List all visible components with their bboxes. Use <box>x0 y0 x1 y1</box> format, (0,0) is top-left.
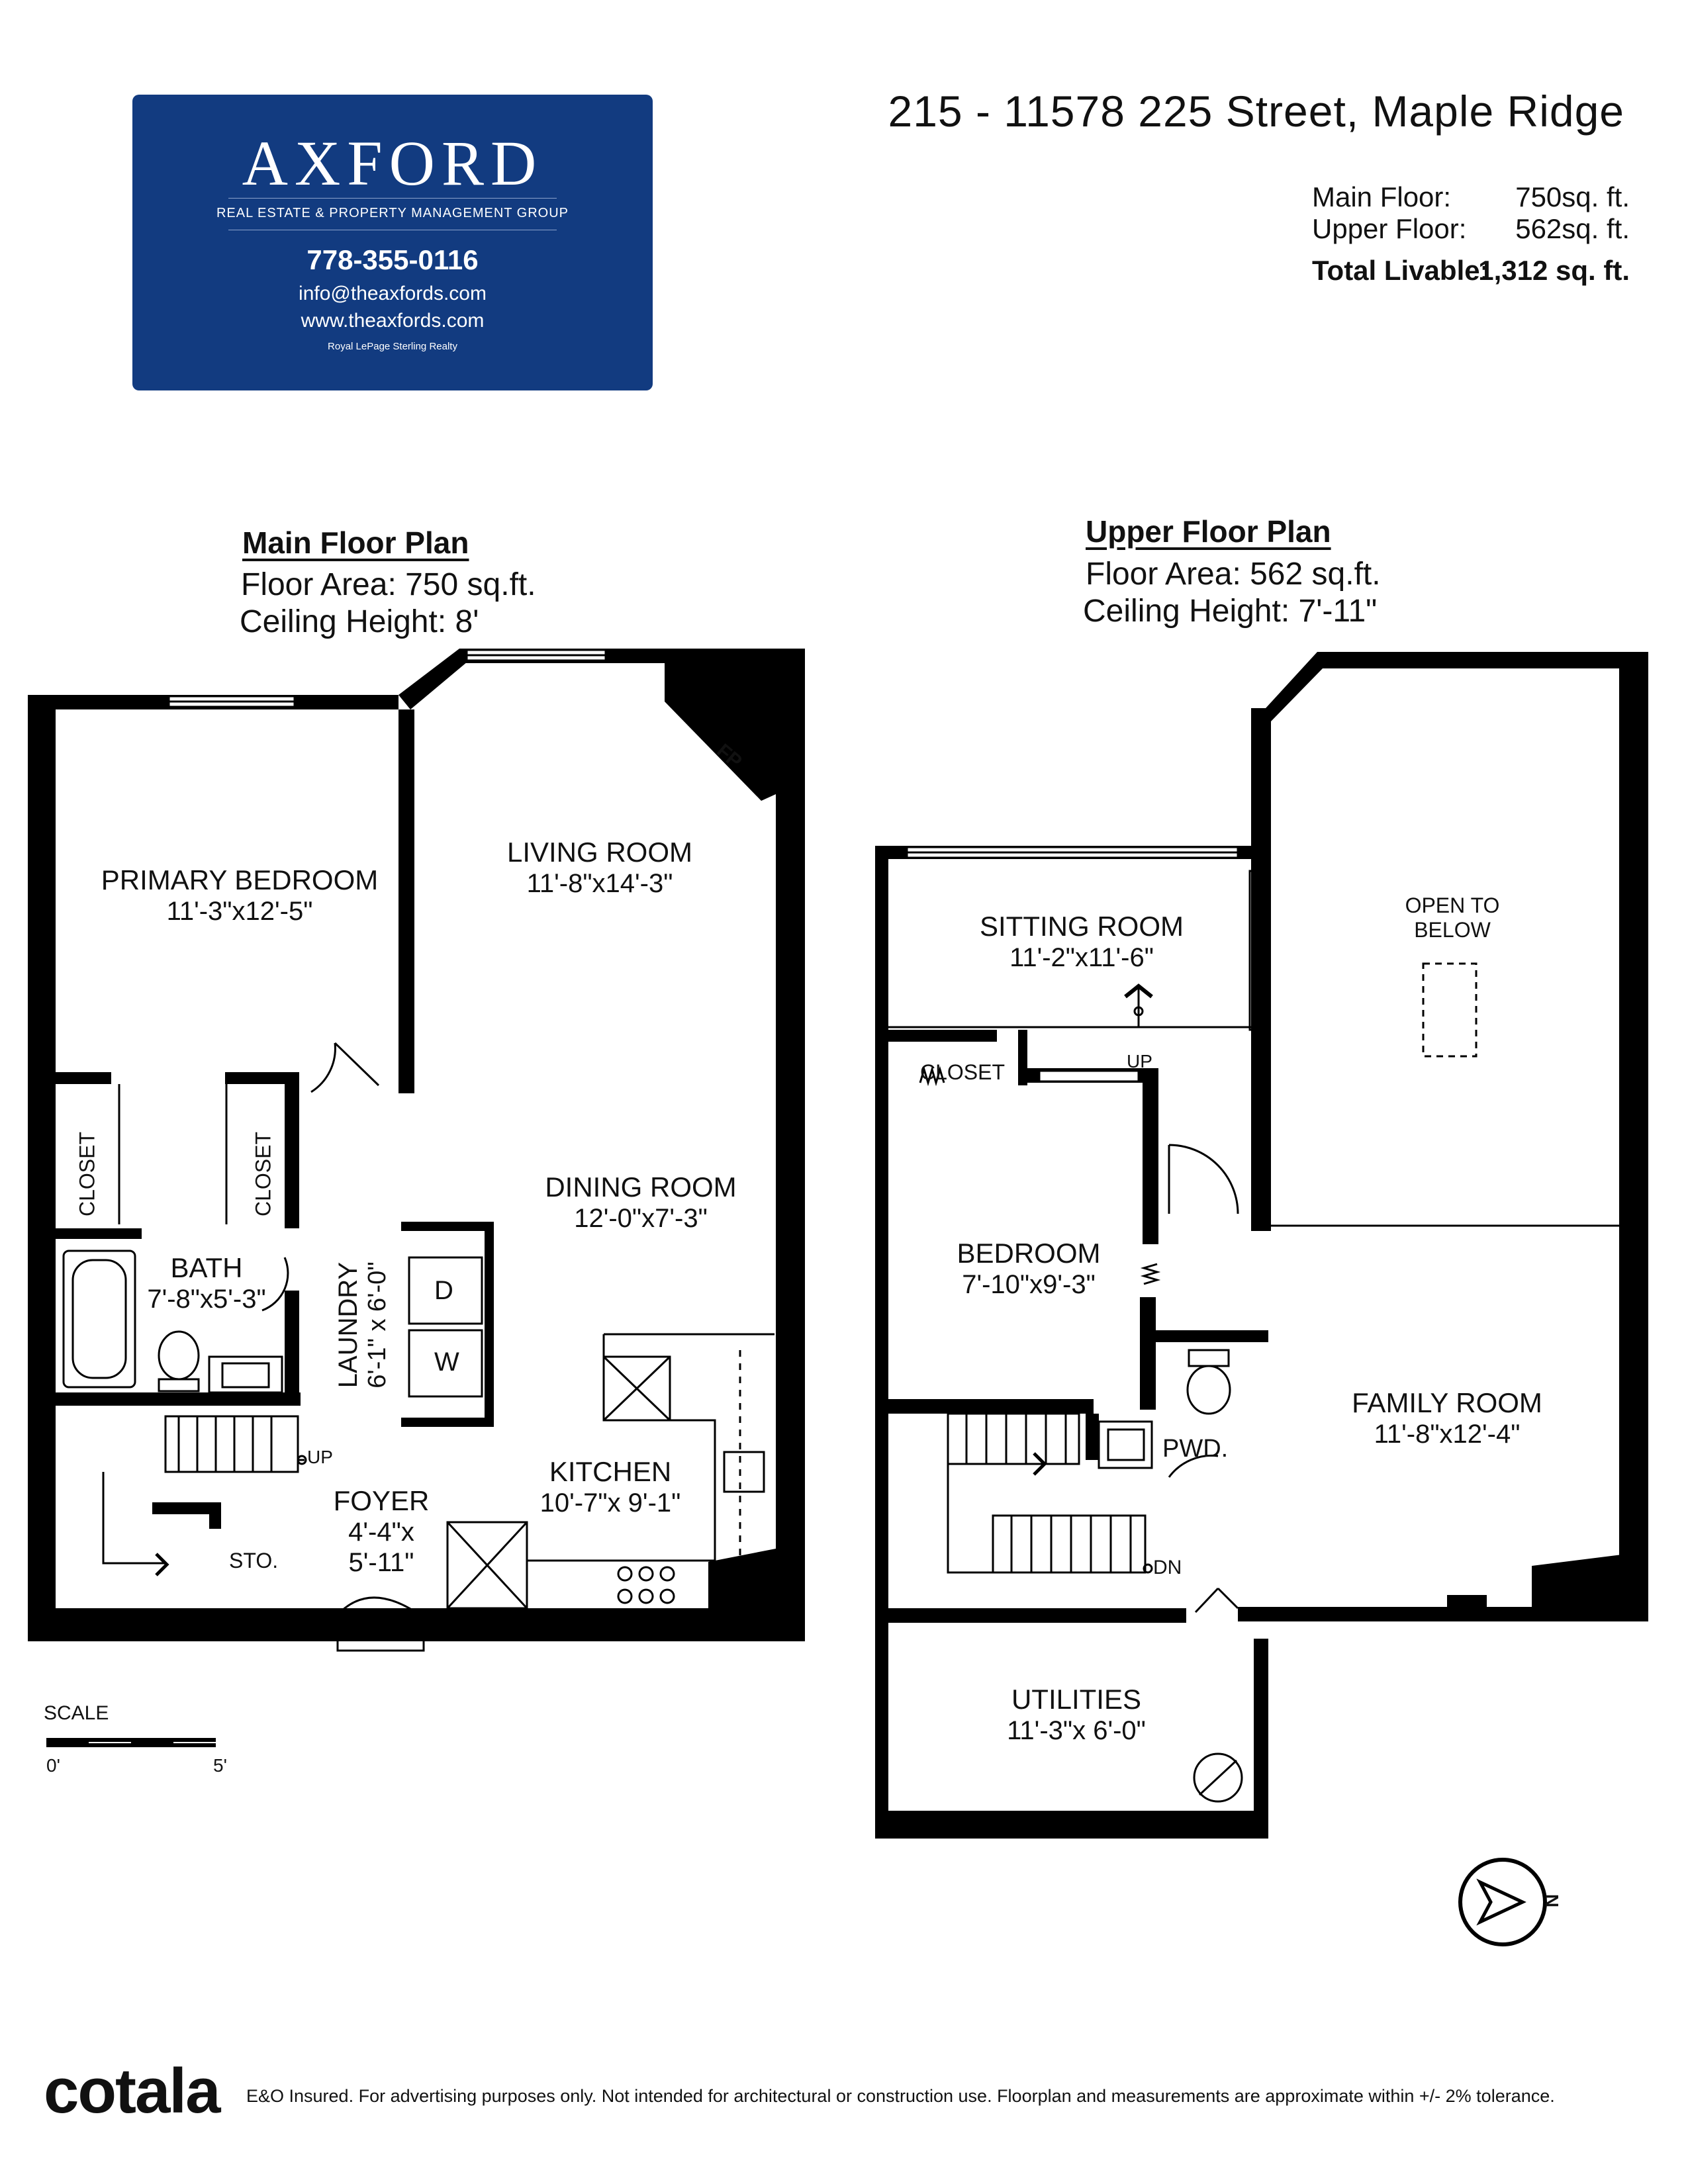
upper-floor-walls <box>875 652 1648 1839</box>
room-name: FAMILY ROOM <box>1352 1387 1542 1418</box>
living-room-label: LIVING ROOM 11'-8"x14'-3" <box>507 837 692 899</box>
logo-brand: AXFORD <box>242 128 543 199</box>
property-address: 215 - 11578 225 Street, Maple Ridge <box>888 87 1624 136</box>
sitting-room-label: SITTING ROOM 11'-2"x11'-6" <box>980 911 1184 973</box>
washer-label: W <box>434 1347 459 1377</box>
upper-floor-lines <box>888 846 1619 1803</box>
dryer-label: D <box>434 1276 453 1305</box>
room-name: PRIMARY BEDROOM <box>101 864 379 895</box>
footer-brand-logo: cotala <box>44 2056 220 2126</box>
room-dimensions: 11'-8"x14'-3" <box>526 869 673 899</box>
upper-plan-area: Floor Area: 562 sq.ft. <box>1086 557 1381 592</box>
room-name: LAUNDRY <box>334 1261 363 1388</box>
room-name: SITTING ROOM <box>980 911 1184 942</box>
room-dimensions: 11'-3"x12'-5" <box>166 897 313 927</box>
logo-email: info@theaxfords.com <box>299 283 487 304</box>
upper-plan-title: Upper Floor Plan <box>1086 514 1331 549</box>
scale-end: 5' <box>213 1755 227 1776</box>
kitchen-label: KITCHEN 10'-7"x 9'-1" <box>540 1456 681 1518</box>
room-dimensions: 11'-8"x12'-4" <box>1374 1420 1521 1449</box>
upper-floor-value: 562sq. ft. <box>1515 213 1630 244</box>
utilities-label: UTILITIES 11'-3"x 6'-0" <box>1007 1684 1146 1746</box>
room-name: UTILITIES <box>1011 1684 1142 1715</box>
main-floor-label: Main Floor: <box>1312 181 1452 212</box>
compass-icon <box>1458 1858 1547 1946</box>
closet-label-left: CLOSET <box>75 1131 99 1217</box>
bedroom-label: BEDROOM 7'-10"x9'-3" <box>957 1238 1100 1300</box>
logo-phone: 778-355-0116 <box>306 244 479 275</box>
open-to-below-label: OPEN TO BELOW <box>1405 893 1500 942</box>
main-plan-ceiling: Ceiling Height: 8' <box>240 604 479 639</box>
logo-card: AXFORD REAL ESTATE & PROPERTY MANAGEMENT… <box>132 95 653 390</box>
bath-label: BATH 7'-8"x5'-3" <box>147 1252 265 1314</box>
logo-agency: Royal LePage Sterling Realty <box>328 341 457 352</box>
closet-label-right: CLOSET <box>251 1131 275 1217</box>
primary-bedroom-label: PRIMARY BEDROOM 11'-3"x12'-5" <box>101 864 379 927</box>
upper-closet-label: CLOSET <box>920 1060 1006 1084</box>
main-plan-area: Floor Area: 750 sq.ft. <box>241 567 536 602</box>
main-plan-title: Main Floor Plan <box>242 525 469 560</box>
scale-start: 0' <box>46 1755 60 1776</box>
laundry-label: LAUNDRY 6'-1" x 6'-0" <box>333 1261 393 1388</box>
powder-room-label: PWD. <box>1162 1435 1229 1463</box>
room-dimensions: 6'-1" x 6'-0" <box>363 1261 392 1388</box>
upper-up-label: UP <box>1127 1051 1152 1071</box>
logo-tagline: REAL ESTATE & PROPERTY MANAGEMENT GROUP <box>216 206 569 220</box>
dining-room-label: DINING ROOM 12'-0"x7'-3" <box>545 1171 736 1234</box>
main-up-label: UP <box>307 1447 333 1467</box>
total-livable-value: 1,312 sq. ft. <box>1478 255 1630 286</box>
scale-label: SCALE <box>44 1702 109 1724</box>
foyer-label: FOYER 4'-4"x 5'-11" <box>334 1485 430 1578</box>
logo-divider <box>228 198 557 199</box>
storage-label: STO. <box>229 1549 279 1572</box>
room-name: KITCHEN <box>549 1456 672 1487</box>
main-floor-walls <box>28 649 805 1641</box>
total-livable-label: Total Livable: <box>1312 255 1489 286</box>
room-dimensions: 11'-3"x 6'-0" <box>1007 1716 1146 1746</box>
room-dimensions: 11'-2"x11'-6" <box>1009 943 1154 973</box>
main-floor-lines <box>62 649 774 1652</box>
main-floor-value: 750sq. ft. <box>1515 181 1630 212</box>
room-name: BEDROOM <box>957 1238 1101 1269</box>
room-name: LIVING ROOM <box>506 837 693 868</box>
compass-north-label: N <box>1542 1893 1563 1908</box>
upper-down-label: DN <box>1153 1557 1182 1578</box>
open-to-below-line: OPEN TO <box>1405 893 1500 917</box>
room-dimensions: 7'-8"x5'-3" <box>147 1285 266 1314</box>
room-dimensions: 12'-0"x7'-3" <box>574 1204 708 1234</box>
room-name: DINING ROOM <box>545 1171 737 1203</box>
footer-disclaimer: E&O Insured. For advertising purposes on… <box>246 2086 1555 2106</box>
family-room-label: FAMILY ROOM 11'-8"x12'-4" <box>1352 1387 1542 1449</box>
open-to-below-line: BELOW <box>1414 917 1491 942</box>
upper-plan-ceiling: Ceiling Height: 7'-11" <box>1083 594 1378 629</box>
logo-website: www.theaxfords.com <box>301 310 485 332</box>
room-name: BATH <box>170 1252 243 1283</box>
room-dimensions: 5'-11" <box>348 1548 414 1578</box>
room-dimensions: 7'-10"x9'-3" <box>962 1270 1096 1300</box>
scale-bar <box>46 1738 216 1747</box>
upper-floor-label: Upper Floor: <box>1312 213 1467 244</box>
room-name: FOYER <box>333 1485 430 1516</box>
room-dimensions: 10'-7"x 9'-1" <box>539 1488 681 1518</box>
room-dimensions: 4'-4"x <box>348 1518 414 1547</box>
